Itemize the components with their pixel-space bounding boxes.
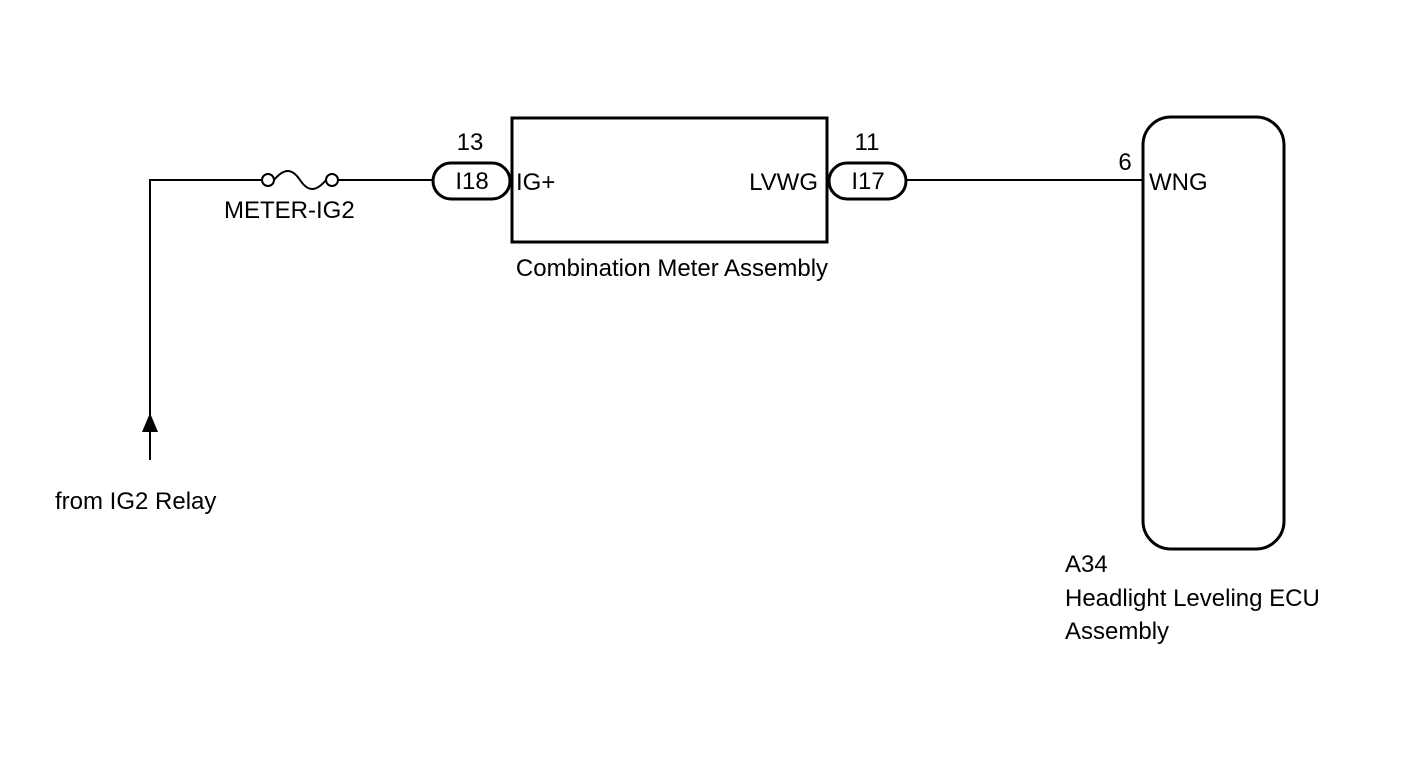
headlight-ecu-box [1141, 115, 1286, 551]
ecu-pin: 6 [1118, 149, 1131, 176]
connector-i17-code: I17 [851, 168, 884, 195]
arrow-up-icon [142, 413, 158, 432]
combination-meter-box [510, 116, 829, 244]
ecu-name-line2: Assembly [1065, 618, 1169, 645]
fuse-label: METER-IG2 [224, 197, 355, 224]
combination-meter-name: Combination Meter Assembly [516, 255, 828, 282]
ecu-name-line1: Headlight Leveling ECU [1065, 585, 1320, 612]
supply-wire [149, 179, 262, 460]
ecu-code: A34 [1065, 551, 1108, 578]
connector-i18-code: I18 [455, 168, 488, 195]
connector-i18: I18 [431, 161, 512, 201]
connector-i18-pin: 13 [457, 129, 484, 156]
fuse-icon [261, 170, 339, 190]
source-label: from IG2 Relay [55, 488, 216, 515]
connector-i17: I17 [827, 161, 908, 201]
terminal-wng: WNG [1149, 169, 1208, 196]
terminal-lvwg: LVWG [749, 169, 818, 196]
terminal-ig-plus: IG+ [516, 169, 555, 196]
connector-i17-pin: 11 [855, 129, 880, 156]
